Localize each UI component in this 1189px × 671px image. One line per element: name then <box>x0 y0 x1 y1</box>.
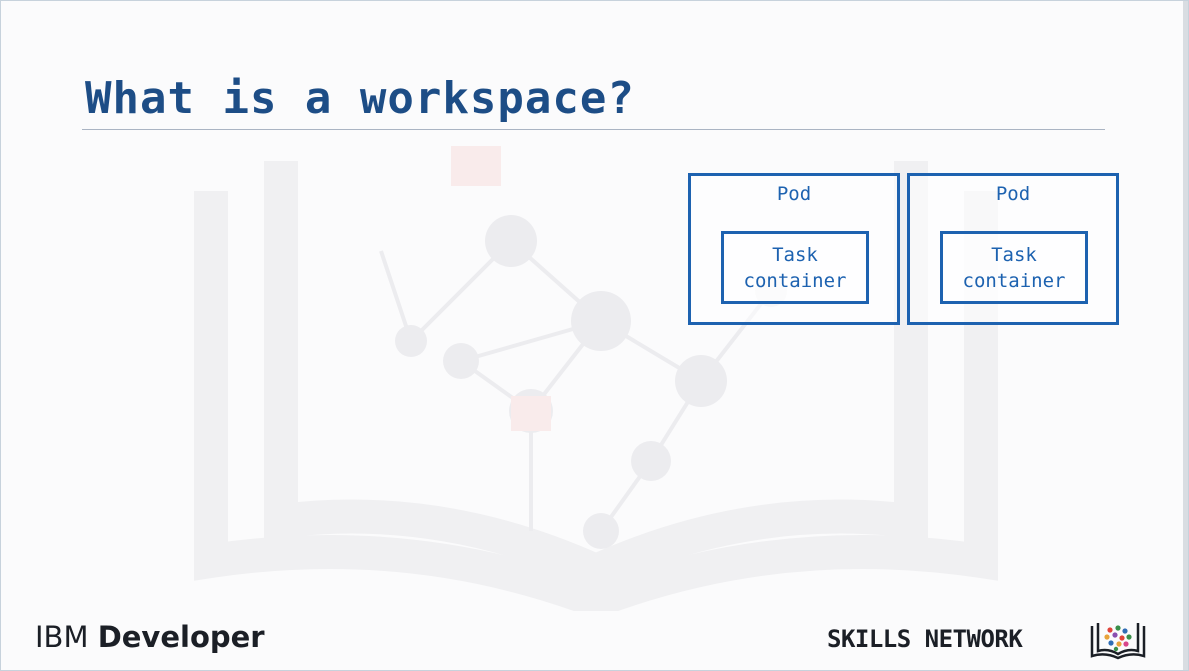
skills-network-text: SKILLS NETWORK <box>827 625 1023 653</box>
brand-ibm-text: IBM <box>35 620 89 654</box>
task-container-label-line2: container <box>743 269 847 292</box>
task-container-label-line1: Task <box>772 243 818 266</box>
task-container-box-1: Task container <box>721 231 869 304</box>
task-container-box-2: Task container <box>940 231 1088 304</box>
skills-network-book-icon <box>1090 623 1146 660</box>
task-container-label-line1: Task <box>991 243 1037 266</box>
brand-developer-text: Developer <box>97 620 265 654</box>
title-underline <box>82 129 1105 130</box>
network-book-watermark-icon <box>194 146 998 611</box>
slide-title: What is a workspace? <box>85 73 635 124</box>
pod-box-2: Pod Task container <box>907 173 1119 325</box>
pod-box-1: Pod Task container <box>688 173 900 325</box>
ibm-developer-logo: IBM Developer <box>35 620 265 654</box>
pod-label: Pod <box>995 183 1031 205</box>
pod-label: Pod <box>776 183 812 205</box>
right-edge-strip <box>1183 1 1188 670</box>
task-container-label-line2: container <box>962 269 1066 292</box>
